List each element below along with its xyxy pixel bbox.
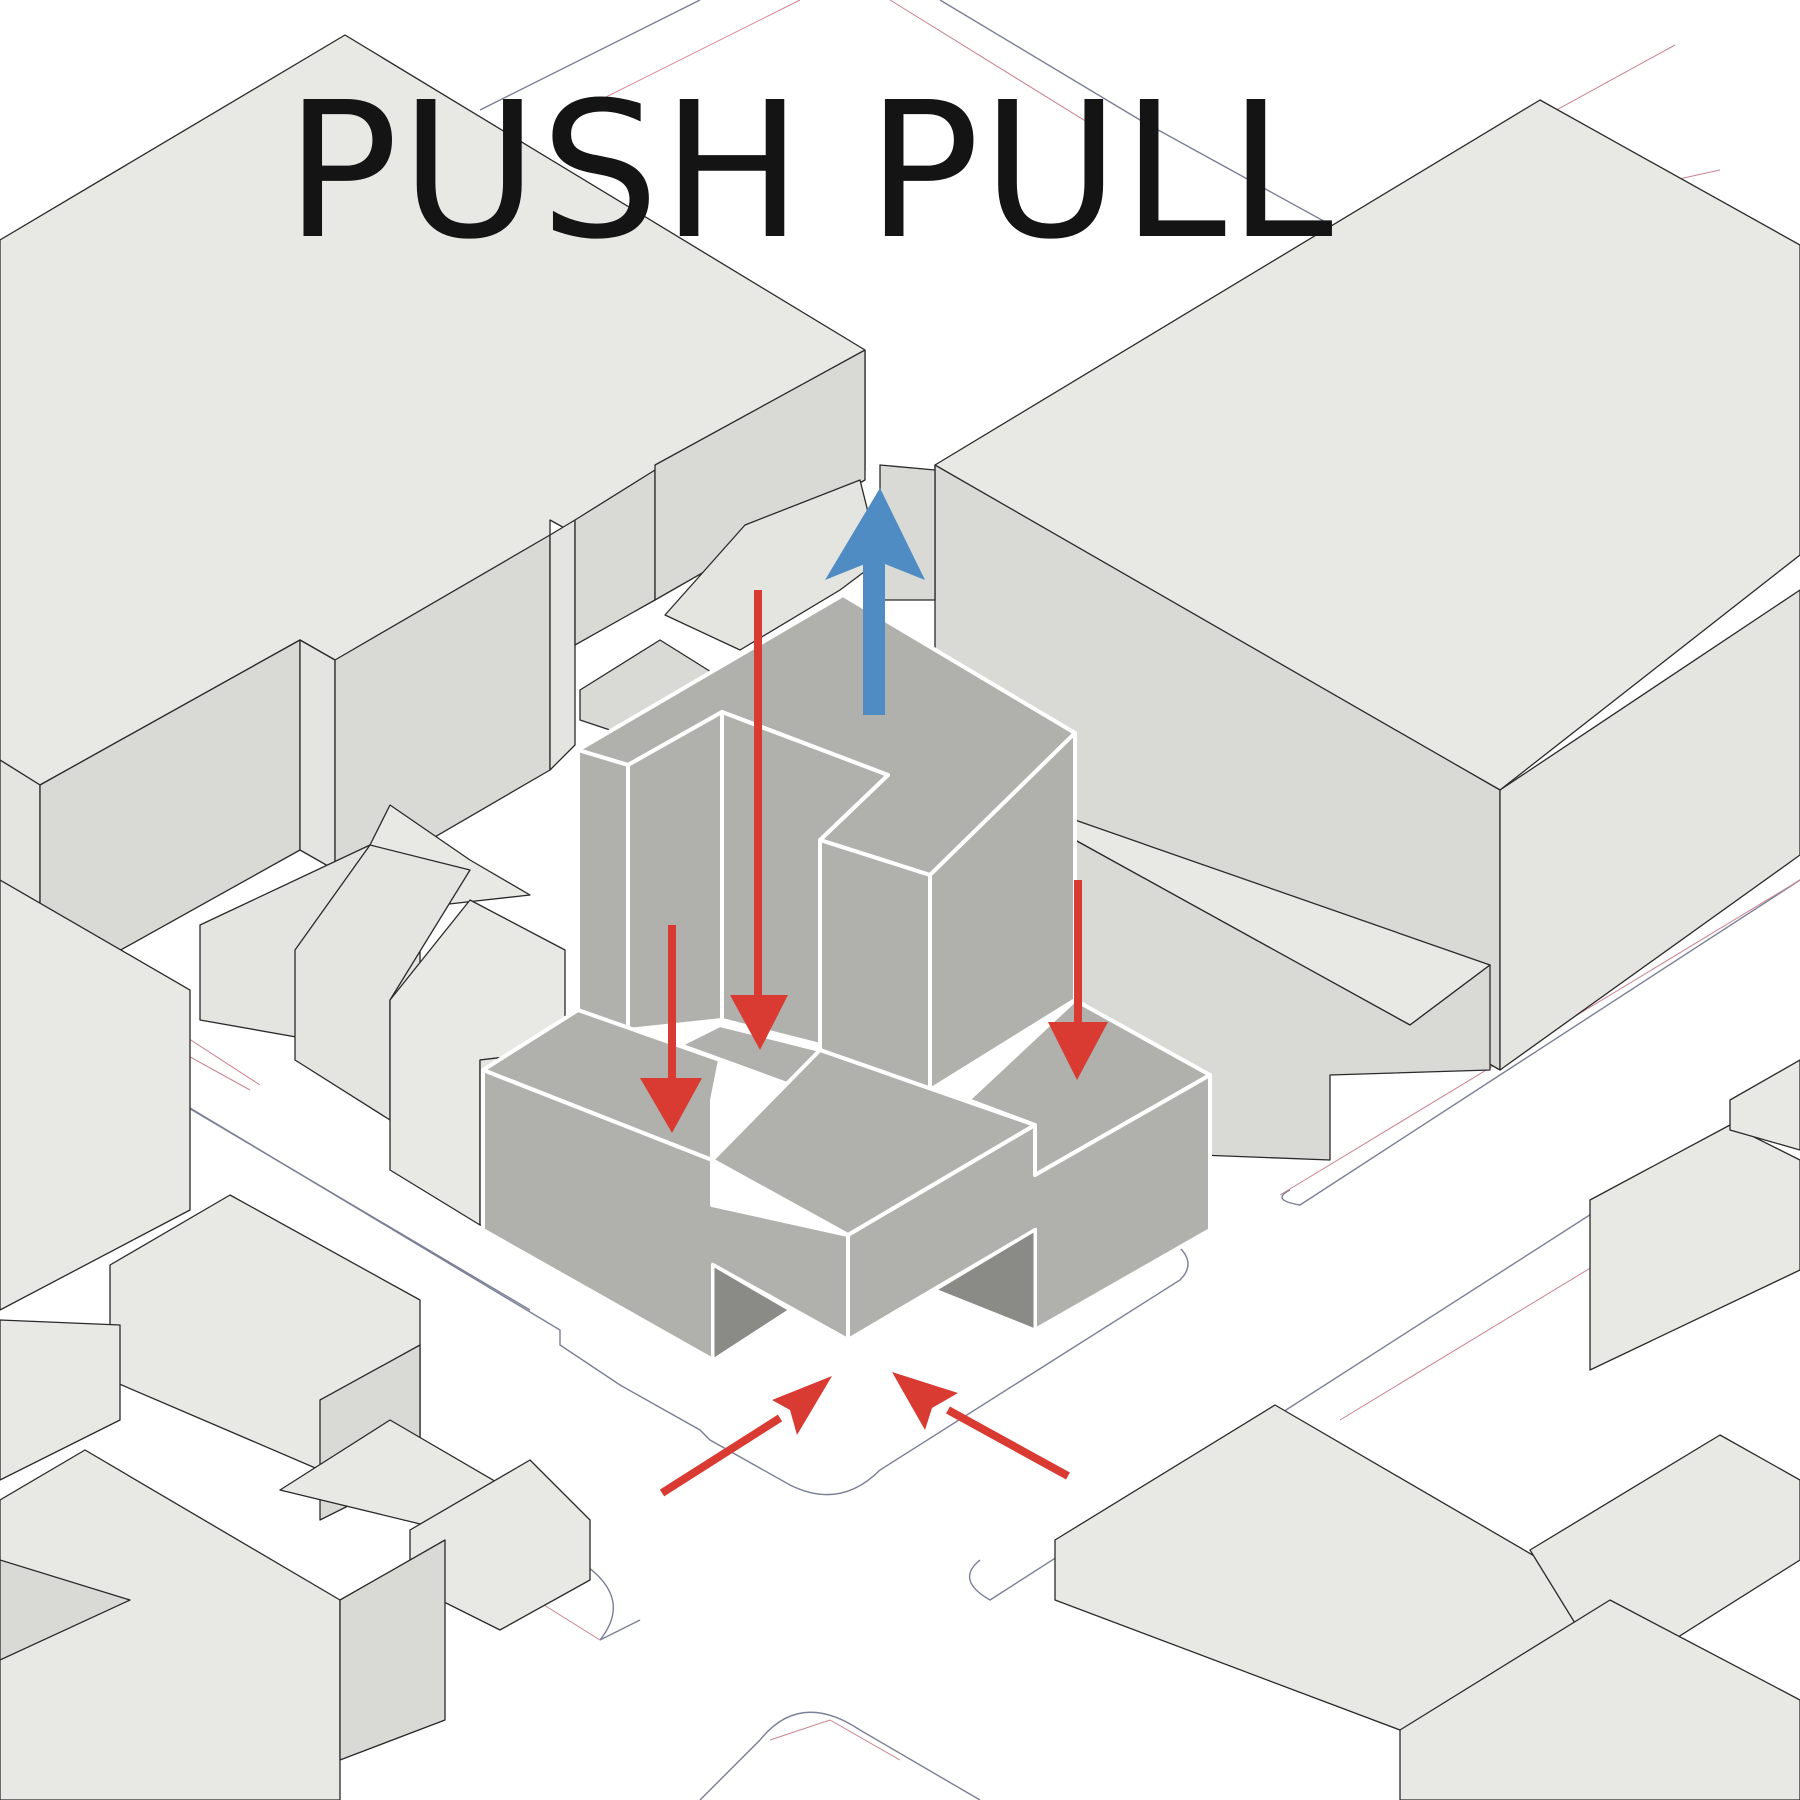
diagram-title: PUSH PULL xyxy=(285,62,1335,281)
push-arrows xyxy=(640,590,1108,1497)
site-massing xyxy=(481,593,1212,1363)
push-arrow-down-center xyxy=(730,590,788,1050)
podium-front-face xyxy=(846,1073,1212,1342)
under-arch-left xyxy=(711,1262,793,1363)
push-arrow-down-left xyxy=(640,925,702,1133)
pull-arrow xyxy=(825,488,925,715)
push-arrow-down-right xyxy=(1048,880,1108,1080)
push-arrow-inward-right xyxy=(892,1372,1070,1480)
under-arch-right xyxy=(931,1227,1037,1333)
tall-volume-front-face xyxy=(818,838,932,1092)
context-buildings xyxy=(0,34,1800,1800)
push-arrow-inward-left xyxy=(659,1376,832,1497)
tall-volume-left-face xyxy=(576,748,630,1032)
